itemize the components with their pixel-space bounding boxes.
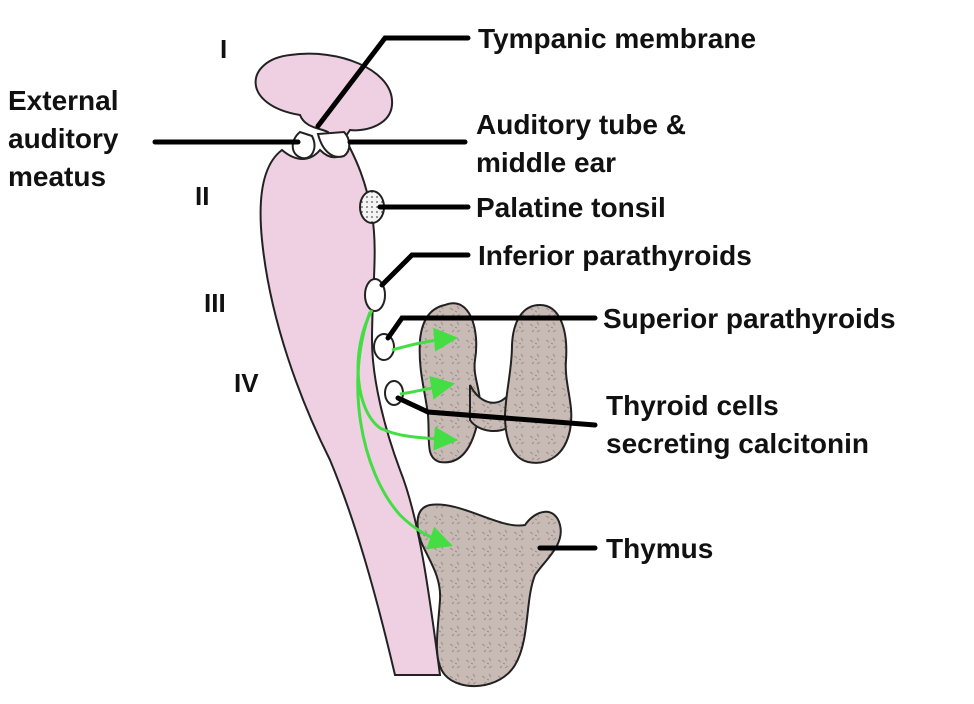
label-superior-parathyroids: Superior parathyroids: [603, 303, 896, 334]
label-external-meatus-line2: auditory: [8, 123, 119, 154]
first-cleft: [291, 130, 316, 160]
label-inferior-parathyroids: Inferior parathyroids: [478, 240, 752, 271]
leader-inferior-parathyroids: [379, 252, 471, 288]
label-external-meatus-line3: meatus: [8, 161, 106, 192]
label-auditory-tube-line1: Auditory tube &: [476, 109, 686, 140]
migration-arrows: [356, 309, 458, 550]
label-thyroid-cells-line1: Thyroid cells: [606, 390, 779, 421]
label-palatine-tonsil: Palatine tonsil: [476, 192, 666, 223]
label-auditory-tube-line2: middle ear: [476, 147, 616, 178]
superior-parathyroid-bud: [373, 333, 395, 361]
first-pouch: [316, 130, 351, 158]
inferior-parathyroid-bud: [364, 278, 386, 312]
leader-lines: [152, 35, 598, 551]
pouch-numeral-4: IV: [234, 368, 259, 398]
label-external-meatus-line1: External: [8, 85, 119, 116]
pharynx-body: [254, 52, 394, 144]
leader-thyroid-cells: [395, 395, 598, 428]
leader-tympanic: [315, 35, 471, 129]
label-thyroid-cells-line2: secreting calcitonin: [606, 428, 869, 459]
arrow-to-superior-parathyroid: [391, 327, 458, 352]
label-tympanic-membrane: Tympanic membrane: [478, 23, 756, 54]
arrow-to-thyroid-cells: [399, 375, 455, 400]
arrow-to-thymus: [356, 311, 453, 550]
leader-superior-parathyroids: [385, 315, 598, 341]
thyroid-right-lobe: [503, 303, 573, 464]
label-thymus: Thymus: [606, 533, 713, 564]
thymus-shape: [416, 503, 562, 688]
pharynx-tube: [259, 146, 442, 676]
pouch-numeral-2: II: [195, 181, 209, 211]
pouch-numeral-3: III: [204, 288, 226, 318]
pouch-numeral-1: I: [220, 34, 227, 64]
